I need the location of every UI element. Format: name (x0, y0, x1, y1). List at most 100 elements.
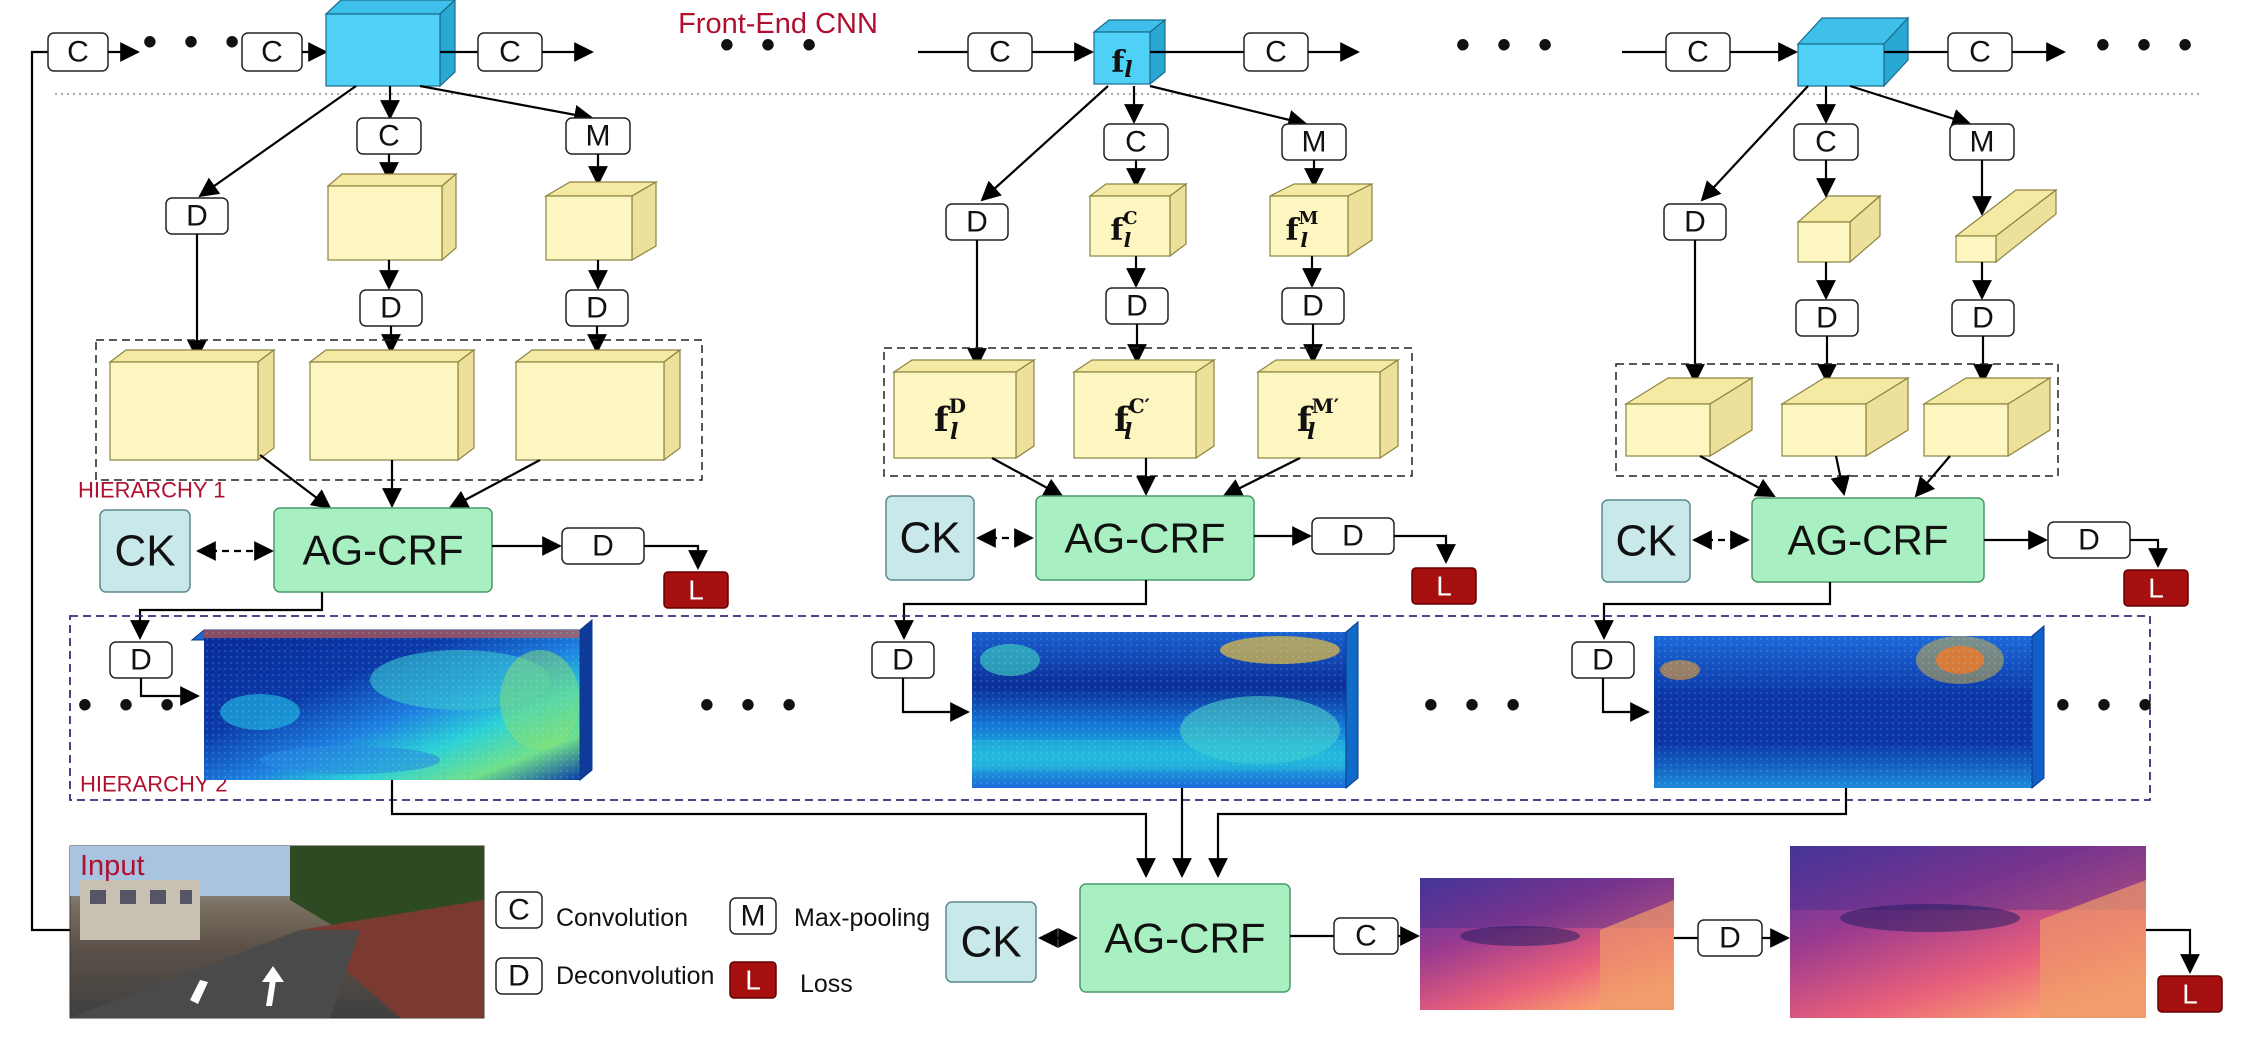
svg-text:AG-CRF: AG-CRF (1788, 517, 1949, 564)
col2-feature-fm-prime: fM′l (1256, 358, 1400, 460)
svg-text:D: D (1972, 302, 1994, 335)
svg-text:fM′l: fM′l (1297, 394, 1339, 445)
svg-text:CK: CK (960, 918, 1021, 967)
col2-feature-fc-prime: fC′l (1072, 358, 1216, 460)
top-conv-5: C (1243, 32, 1309, 72)
svg-text:C: C (1265, 36, 1287, 69)
svg-text:L: L (2182, 979, 2198, 1010)
col2-loss: L (1411, 567, 1477, 605)
svg-text:C: C (1355, 920, 1377, 953)
top-ellipsis-2: • • • (720, 23, 824, 67)
svg-text:fC′l: fC′l (1114, 394, 1150, 445)
col3-feature-d-big (1623, 376, 1755, 458)
svg-text:C: C (508, 894, 530, 927)
svg-text:L: L (2148, 573, 2164, 604)
top-ellipsis-1: • • • (143, 20, 247, 64)
top-conv-1: C (47, 32, 109, 72)
svg-text:D: D (592, 530, 614, 563)
svg-text:C: C (1687, 36, 1709, 69)
column-1: D C M D D (78, 84, 729, 640)
svg-text:D: D (508, 960, 530, 993)
col1-feature-conv (326, 172, 458, 262)
final-ck: CK (945, 901, 1037, 983)
svg-text:D: D (380, 292, 402, 325)
hierarchy-2-box (69, 615, 2151, 801)
h2-ellipsis-3: • • • (2056, 683, 2160, 727)
svg-text:D: D (1592, 644, 1614, 677)
svg-text:D: D (1126, 290, 1148, 323)
svg-text:Convolution: Convolution (556, 904, 688, 932)
svg-text:C: C (378, 120, 400, 153)
top-conv-7: C (1947, 32, 2013, 72)
svg-text:fDl: fDl (934, 394, 966, 445)
front-end-cnn-title: Front-End CNN (678, 8, 878, 40)
col3-feature-conv (1796, 194, 1882, 264)
svg-text:CK: CK (114, 527, 175, 576)
top-ellipsis-3: • • • (1456, 23, 1560, 67)
svg-text:Deconvolution: Deconvolution (556, 962, 714, 990)
h2-to-final-3 (1208, 788, 1848, 878)
svg-text:D: D (1684, 206, 1706, 239)
col3-feature-m-big (1921, 376, 2053, 458)
col3-ag-crf: AG-CRF (1751, 497, 1985, 583)
h2-to-final-1 (390, 780, 1156, 878)
svg-text:fl: fl (1111, 45, 1132, 84)
svg-text:D: D (130, 644, 152, 677)
final-arrow-5 (2146, 928, 2200, 974)
hierarchy-1-box (95, 339, 703, 481)
col1-feature-c-big (308, 348, 476, 462)
final-conv: C (1333, 917, 1399, 955)
svg-text:D: D (186, 200, 208, 233)
svg-text:D: D (1302, 290, 1324, 323)
svg-text:D: D (1719, 922, 1741, 955)
svg-text:C: C (1969, 36, 1991, 69)
svg-text:fCl: fCl (1110, 208, 1137, 253)
svg-text:Loss: Loss (800, 970, 853, 998)
svg-text:D: D (1816, 302, 1838, 335)
svg-text:D: D (2078, 524, 2100, 557)
col1-feature-maxpool (543, 180, 659, 262)
top-conv-3: C (477, 32, 543, 72)
heatmap-3: D (1571, 624, 2045, 790)
hierarchy-1-box-col2 (883, 347, 1413, 477)
svg-text:CK: CK (1615, 517, 1676, 566)
svg-text:• • •: • • • (78, 683, 182, 727)
heatmap-1: D • • • (78, 618, 593, 782)
svg-text:AG-CRF: AG-CRF (1065, 515, 1226, 562)
col1-feature-m-big (514, 348, 682, 462)
svg-text:L: L (1436, 571, 1452, 602)
col2-ck: CK (885, 495, 975, 581)
svg-text:AG-CRF: AG-CRF (303, 527, 464, 574)
input-feedback-line (30, 50, 70, 932)
hierarchy-2-label: HIERARCHY 2 (80, 772, 228, 797)
svg-text:D: D (586, 292, 608, 325)
top-conv-4: C (967, 32, 1033, 72)
col1-feature-d-big (108, 348, 276, 462)
cnn-block-fl: fl (1092, 18, 1167, 86)
svg-text:fMl: fMl (1286, 208, 1319, 253)
cnn-block-3 (1796, 16, 1910, 88)
final-loss: L (2157, 975, 2223, 1013)
legend: C Convolution M Max-pooling D Deconvolut… (495, 891, 930, 999)
top-conv-6: C (1665, 32, 1731, 72)
svg-text:M: M (586, 120, 611, 153)
svg-text:M: M (1970, 126, 1995, 159)
h2-ellipsis-1: • • • (700, 683, 804, 727)
hierarchy-1-label: HIERARCHY 1 (78, 478, 226, 503)
svg-text:C: C (261, 36, 283, 69)
svg-text:M: M (741, 900, 766, 933)
svg-text:D: D (966, 206, 988, 239)
col3-loss: L (2123, 569, 2189, 607)
depth-map-2 (1790, 846, 2146, 1018)
h2-ellipsis-2: • • • (1424, 683, 1528, 727)
column-3: D C M D D (1594, 84, 2189, 640)
final-deconv: D (1697, 919, 1763, 957)
col1-ag-crf: AG-CRF (273, 507, 493, 593)
col1-ck: CK (99, 509, 191, 593)
heatmap-2: D (871, 620, 1359, 790)
svg-text:C: C (1125, 126, 1147, 159)
